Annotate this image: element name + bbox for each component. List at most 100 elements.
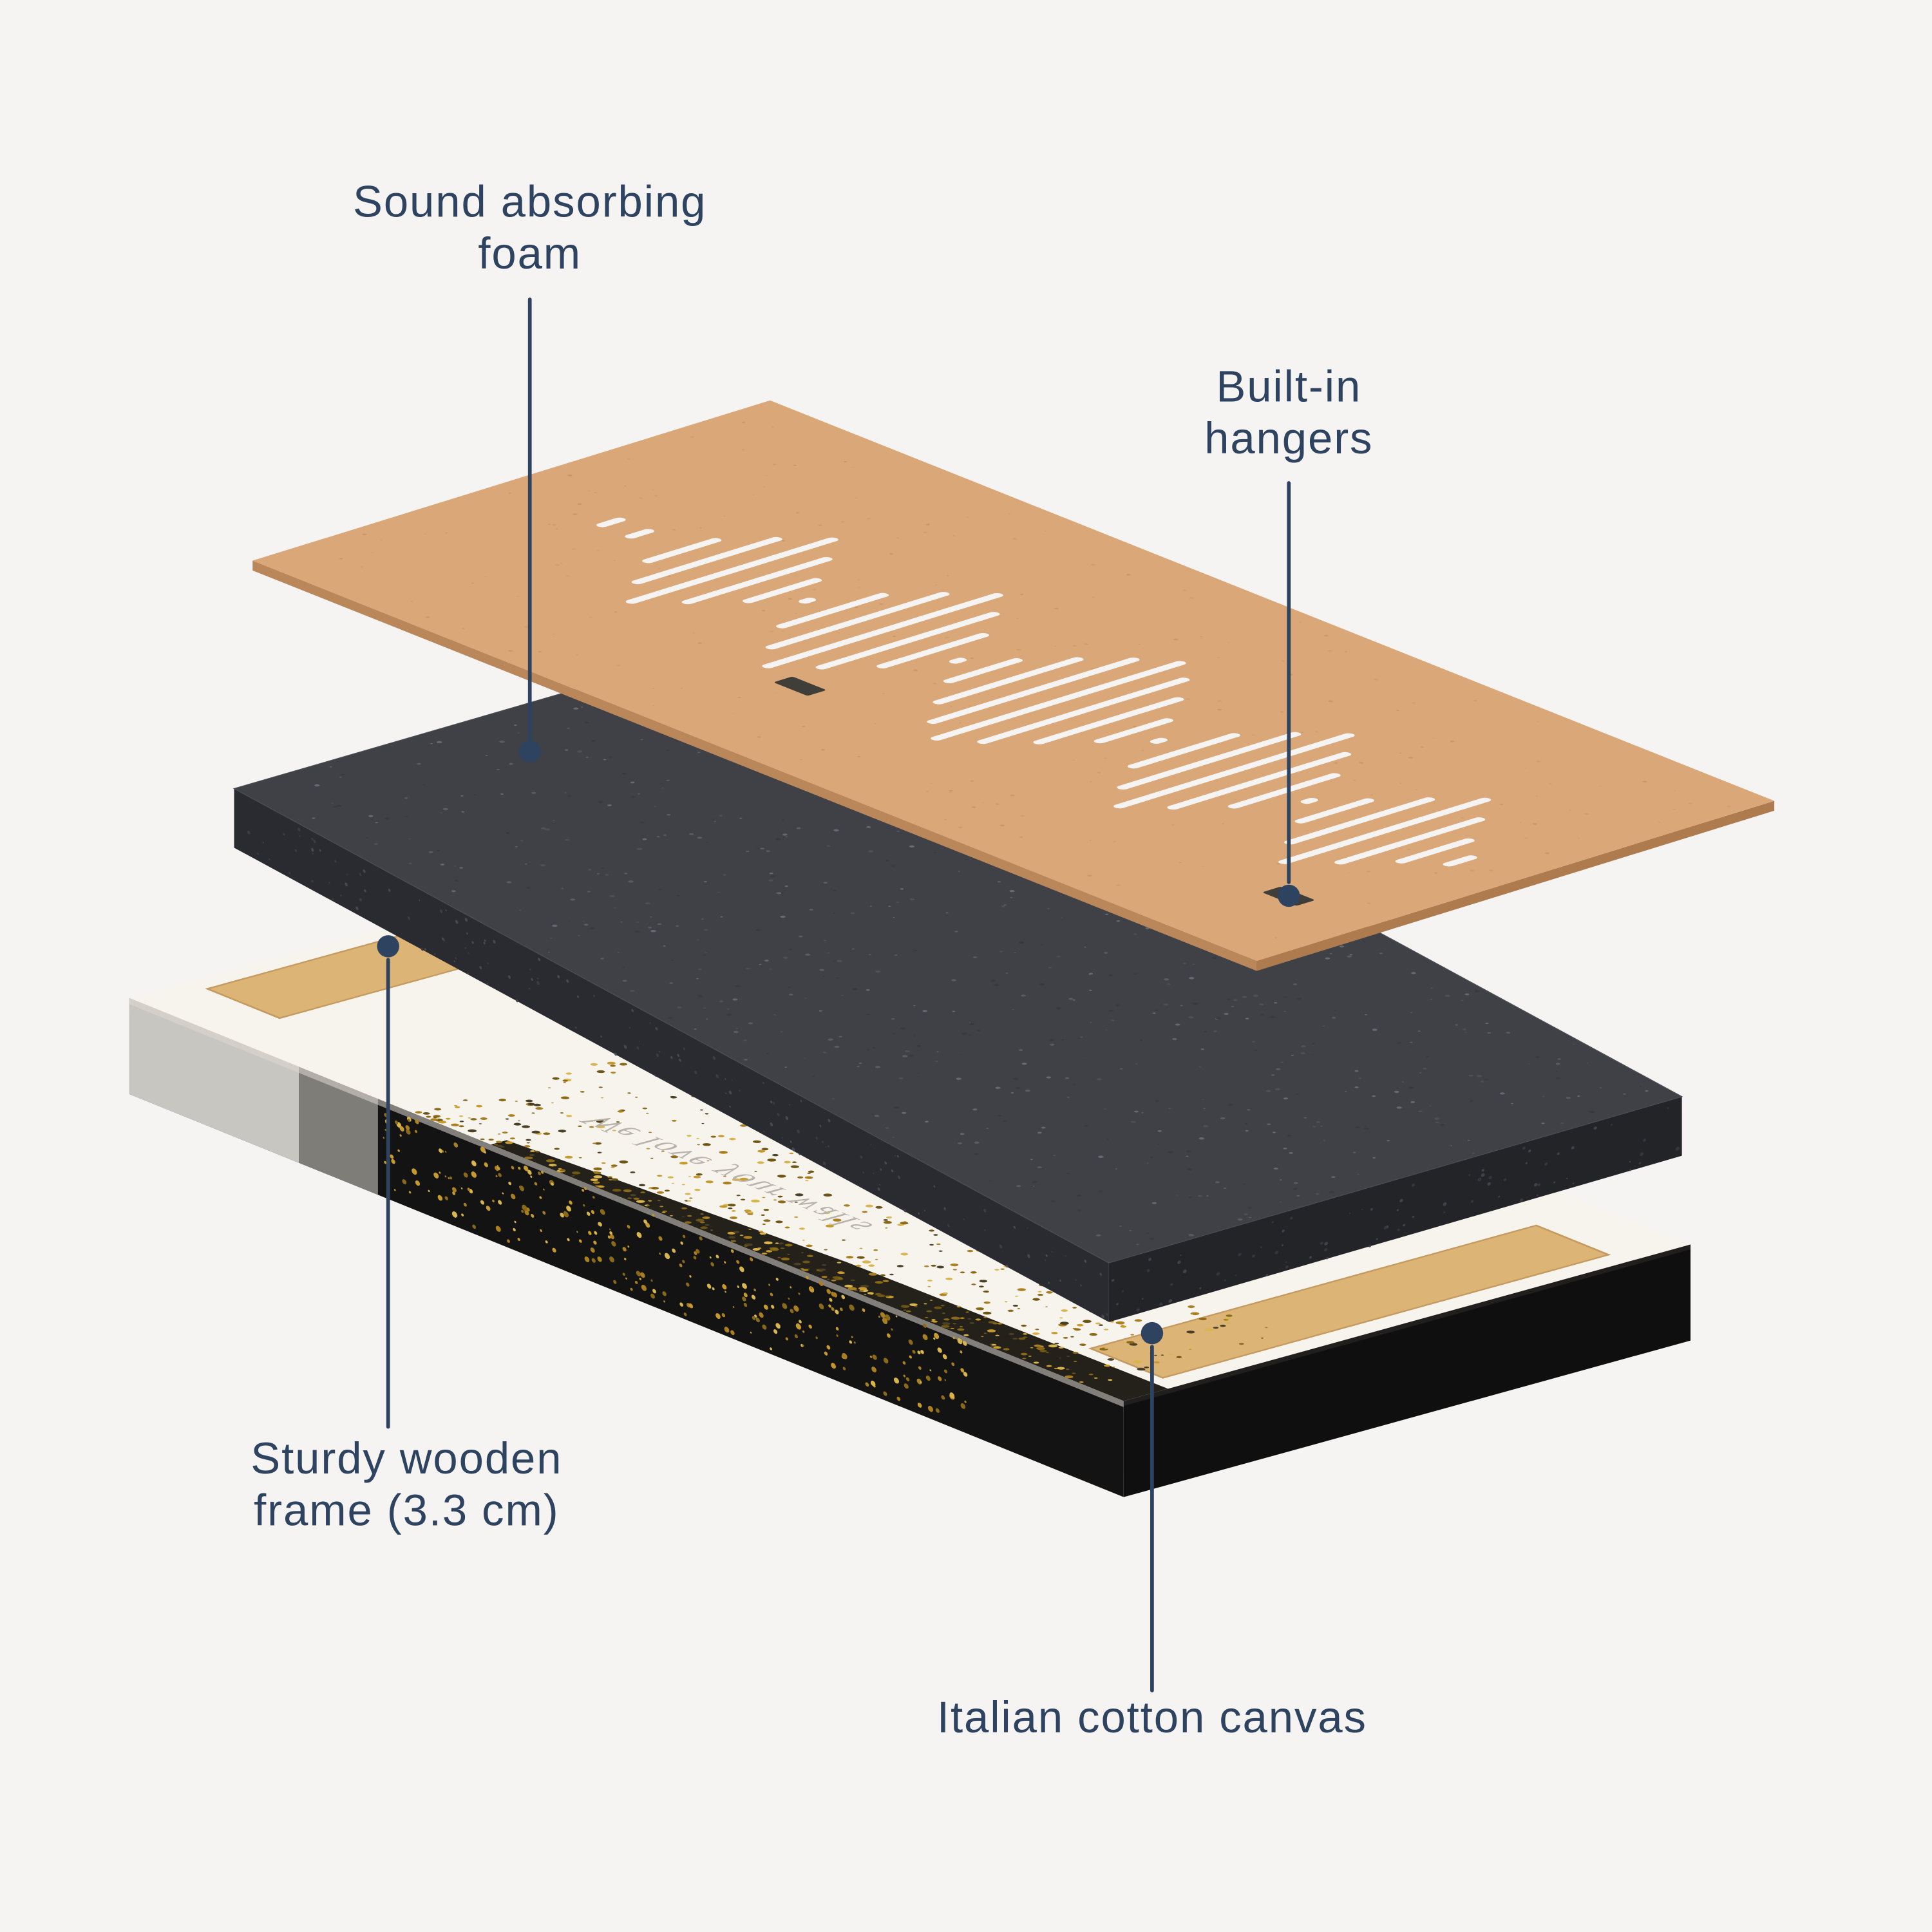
speckle-dot [768, 1283, 771, 1286]
speckle-dot [1133, 726, 1137, 728]
speckle-dot [963, 1218, 965, 1220]
speckle-dot [819, 1281, 824, 1286]
speckle-dot [824, 1351, 828, 1356]
speckle-dot [862, 1308, 866, 1312]
speckle-dot [1356, 1173, 1359, 1175]
speckle-dot [951, 1316, 960, 1320]
speckle-dot [681, 1216, 685, 1218]
speckle-dot [705, 1224, 710, 1226]
speckle-dot [959, 1054, 961, 1056]
speckle-dot [892, 1137, 895, 1138]
speckle-dot [952, 1323, 956, 1325]
speckle-dot [1535, 1056, 1540, 1058]
speckle-dot [646, 1112, 649, 1114]
speckle-dot [1186, 1331, 1195, 1334]
speckle-dot [1104, 1108, 1106, 1110]
soundwave-slot [762, 592, 1003, 668]
speckle-dot [943, 1207, 946, 1210]
speckle-dot [720, 916, 723, 918]
speckle-dot [600, 1209, 605, 1215]
speckle-dot [799, 1320, 802, 1323]
speckle-dot [809, 909, 813, 911]
speckle-dot [649, 1022, 651, 1024]
speckle-dot [1126, 1341, 1135, 1344]
speckle-dot [841, 1239, 846, 1241]
speckle-dot [1328, 700, 1333, 703]
speckle-dot [923, 1303, 927, 1305]
speckle-dot [782, 819, 784, 821]
speckle-dot [539, 1196, 542, 1199]
speckle-dot [932, 1320, 938, 1323]
speckle-dot [1372, 1095, 1376, 1097]
speckle-dot [936, 1051, 939, 1052]
speckle-dot [1089, 1332, 1098, 1336]
speckle-dot [596, 1120, 603, 1122]
speckle-dot [1364, 1126, 1367, 1127]
speckle-dot [1589, 1110, 1595, 1113]
speckle-dot [677, 895, 680, 896]
speckle-dot [1430, 987, 1433, 989]
speckle-dot [963, 1372, 968, 1377]
speckle-dot [1536, 1194, 1539, 1197]
speckle-dot [748, 1211, 753, 1214]
speckle-dot [885, 1295, 890, 1298]
frame-annotation: Sturdy wooden frame (3.3 cm) [251, 935, 562, 1535]
speckle-dot [1557, 1152, 1560, 1155]
speckle-dot [1171, 824, 1175, 826]
speckle-dot [1470, 1100, 1473, 1102]
speckle-dot [1106, 1139, 1110, 1141]
speckle-dot [714, 820, 717, 822]
speckle-dot [565, 1115, 573, 1117]
speckle-dot [737, 1285, 739, 1288]
speckle-dot [627, 1245, 630, 1248]
speckle-dot [1283, 996, 1288, 998]
speckle-dot [1155, 1009, 1159, 1011]
speckle-dot [934, 1306, 942, 1309]
speckle-dot [874, 1115, 880, 1117]
speckle-dot [1115, 1321, 1125, 1325]
speckle-dot [1039, 983, 1045, 985]
speckle-dot [596, 873, 600, 875]
speckle-dot [422, 1112, 430, 1115]
speckle-dot [1186, 698, 1191, 700]
speckle-dot [484, 576, 488, 578]
speckle-dot [1084, 1059, 1086, 1061]
speckle-dot [527, 1170, 532, 1175]
soundwave-slot-group [596, 517, 1492, 906]
speckle-dot [578, 1157, 582, 1159]
speckle-dot [767, 1158, 777, 1162]
speckle-dot [657, 1175, 663, 1177]
speckle-dot [502, 1132, 508, 1134]
speckle-dot [952, 535, 955, 536]
soundwave-slot [1300, 797, 1318, 804]
speckle-dot [806, 1255, 814, 1257]
speckle-dot [1050, 1200, 1056, 1202]
speckle-dot [757, 1150, 766, 1153]
speckle-dot [777, 1113, 780, 1117]
speckle-dot [583, 923, 589, 926]
speckle-dot [1488, 1175, 1492, 1180]
speckle-dot [1528, 1063, 1531, 1065]
speckle-dot [645, 902, 650, 905]
speckle-dot [790, 1286, 792, 1289]
speckle-dot [1274, 1002, 1278, 1004]
soundwave-slot [1113, 733, 1355, 809]
speckle-dot [700, 1226, 708, 1229]
speckle-dot [1135, 1063, 1138, 1065]
speckle-dot [508, 492, 511, 494]
speckle-dot [560, 1096, 570, 1099]
speckle-dot [1115, 1004, 1121, 1007]
speckle-dot [868, 1273, 877, 1276]
soundwave-slot [927, 658, 1140, 724]
speckle-dot [564, 792, 567, 793]
speckle-dot [865, 1204, 873, 1208]
speckle-dot [524, 1156, 533, 1160]
speckle-dot [686, 1282, 690, 1287]
speckle-dot [1421, 746, 1424, 748]
speckle-dot [1215, 1181, 1220, 1184]
speckle-dot [1402, 1081, 1404, 1083]
speckle-dot [1320, 1242, 1323, 1245]
speckle-dot [670, 1095, 675, 1097]
speckle-dot [247, 830, 251, 835]
speckle-dot [560, 1112, 564, 1114]
